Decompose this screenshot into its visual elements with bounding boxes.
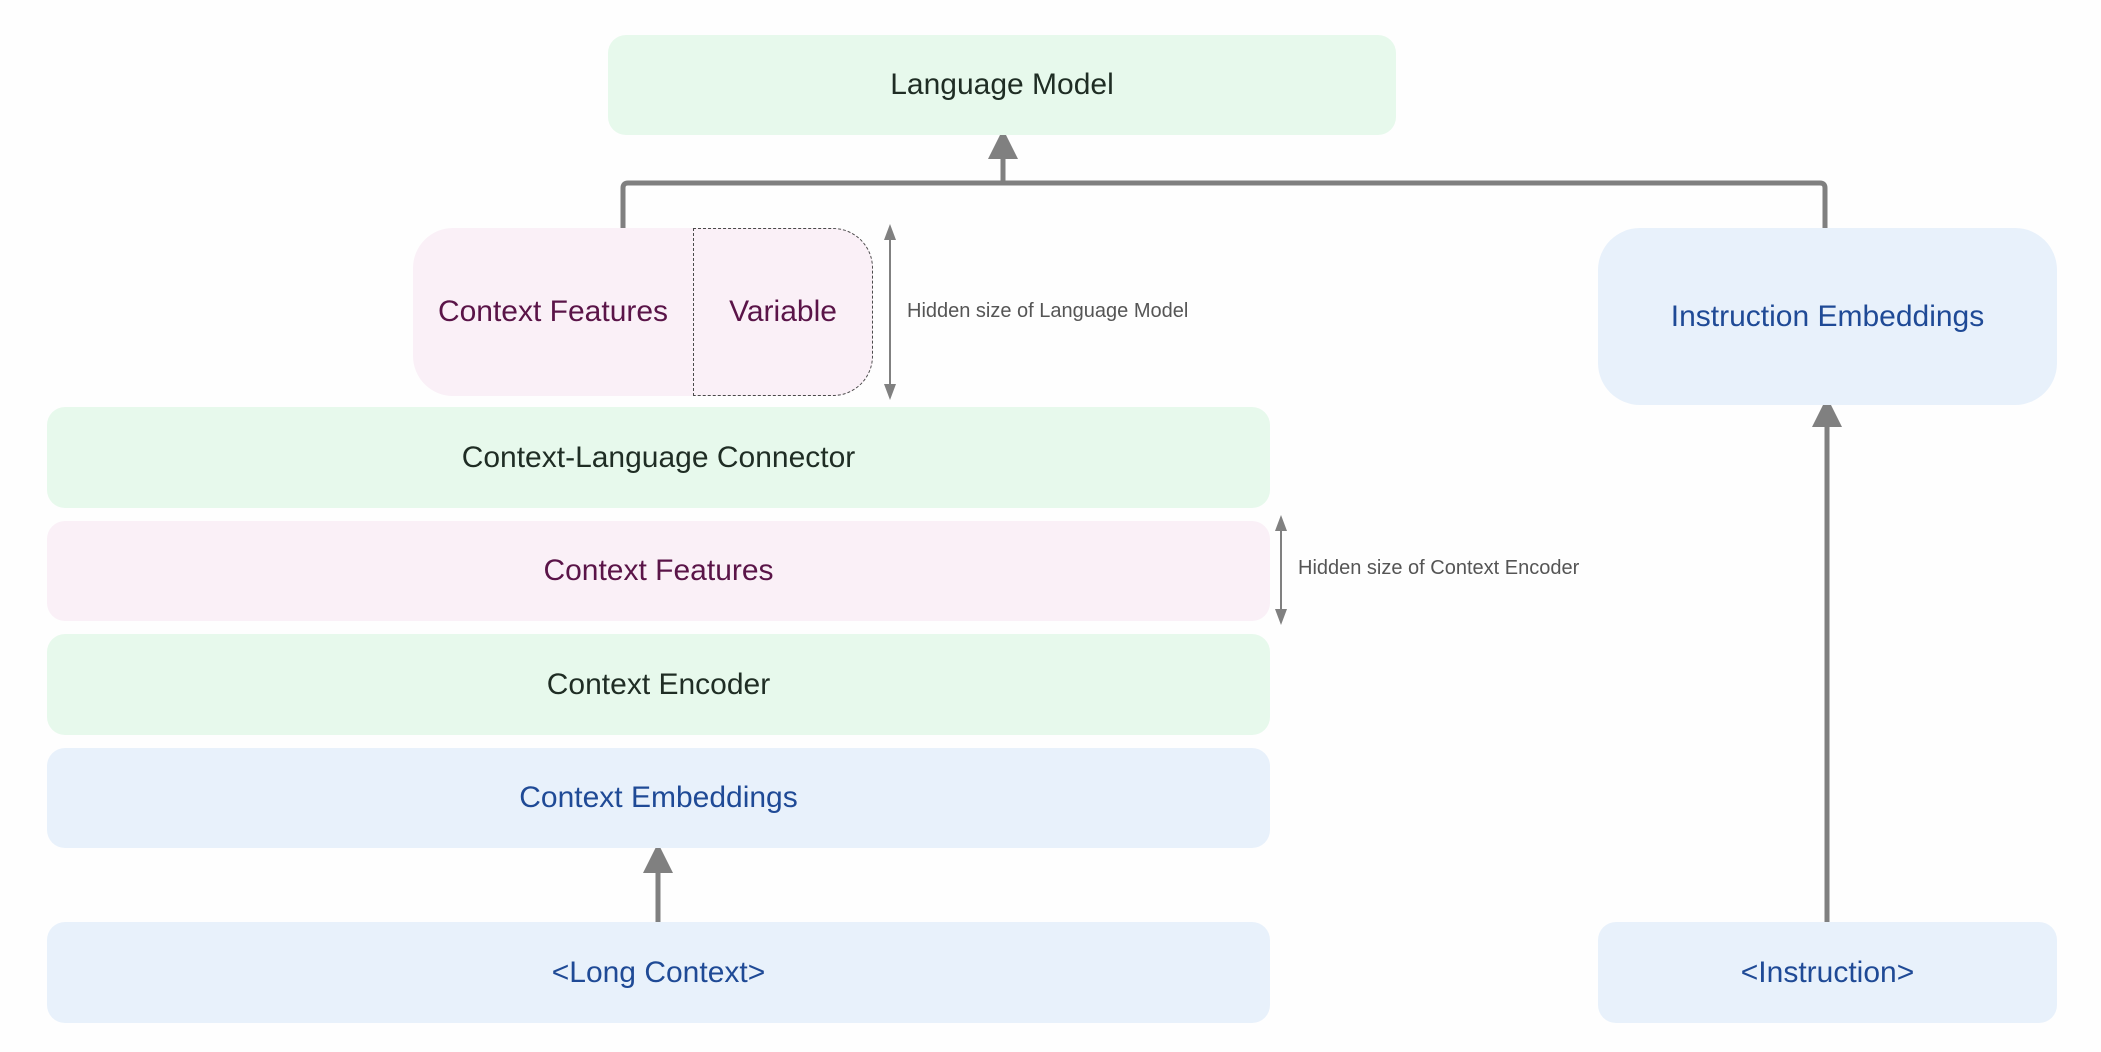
context-encoder-block: Context Encoder — [47, 634, 1270, 735]
instruction-embeddings-label: Instruction Embeddings — [1670, 299, 1985, 333]
merge-connector — [620, 180, 1828, 228]
context-language-connector-label: Context-Language Connector — [461, 440, 856, 474]
context-features-lm-block: Context Features — [413, 228, 873, 396]
instruction-label: <Instruction> — [1740, 955, 1915, 989]
lm-hidden-size-note: Hidden size of Language Model — [907, 300, 1189, 322]
context-embeddings-label: Context Embeddings — [519, 781, 798, 814]
long-context-block: <Long Context> — [47, 922, 1270, 1023]
context-language-connector-block: Context-Language Connector — [47, 407, 1270, 508]
instruction-block: <Instruction> — [1598, 922, 2057, 1023]
context-encoder-label: Context Encoder — [546, 667, 771, 701]
encoder-hidden-size-note: Hidden size of Context Encoder — [1298, 557, 1580, 579]
instruction-embeddings-block: Instruction Embeddings — [1598, 228, 2057, 405]
variable-label: Variable — [729, 295, 837, 328]
context-embeddings-block: Context Embeddings — [47, 748, 1270, 848]
context-features-label: Context Features — [543, 554, 774, 587]
language-model-block: Language Model — [608, 35, 1396, 135]
language-model-label: Language Model — [890, 68, 1114, 101]
context-features-block: Context Features — [47, 521, 1270, 621]
context-features-lm-label: Context Features — [437, 295, 669, 328]
long-context-label: <Long Context> — [551, 955, 766, 989]
variable-segment: Variable — [693, 228, 873, 396]
